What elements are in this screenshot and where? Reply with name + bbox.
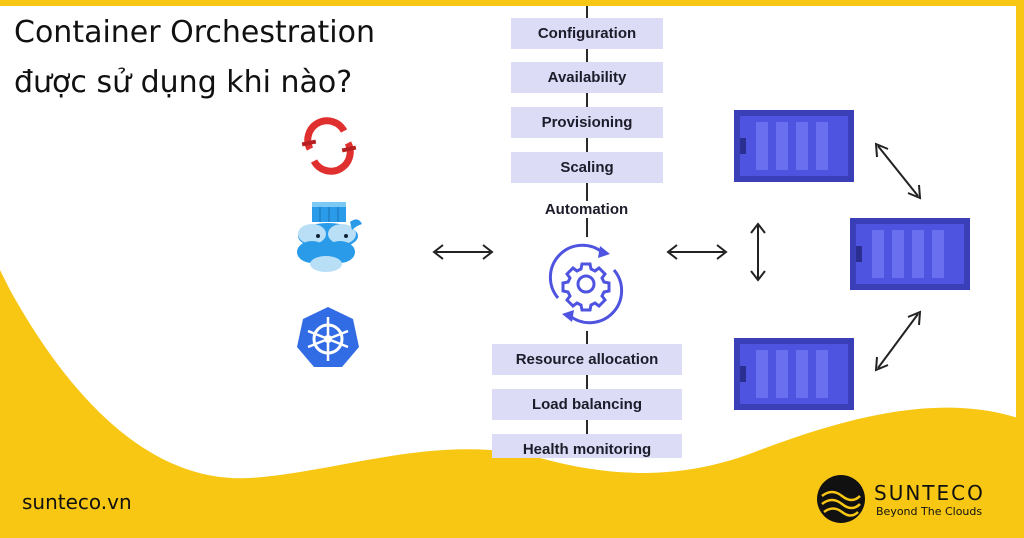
feature-configuration: Configuration bbox=[511, 18, 663, 49]
diagonal-arrow-top-icon bbox=[874, 142, 922, 200]
website-link[interactable]: sunteco.vn bbox=[22, 490, 132, 514]
container-middle-icon bbox=[850, 218, 970, 290]
feature-availability: Availability bbox=[511, 62, 663, 93]
feature-health-monitoring: Health monitoring bbox=[492, 434, 682, 458]
kubernetes-icon bbox=[297, 307, 359, 367]
diagonal-arrow-bottom-icon bbox=[874, 310, 922, 372]
feature-provisioning: Provisioning bbox=[511, 107, 663, 138]
left-double-arrow-icon bbox=[432, 244, 494, 260]
openshift-icon bbox=[301, 117, 357, 175]
title-line-1: Container Orchestration bbox=[14, 15, 375, 50]
feature-load-balancing: Load balancing bbox=[492, 389, 682, 420]
title-line-2: được sử dụng khi nào? bbox=[14, 65, 353, 100]
right-double-arrow-icon bbox=[666, 244, 728, 260]
right-stripe bbox=[1016, 0, 1024, 420]
feature-scaling: Scaling bbox=[511, 152, 663, 183]
top-stripe bbox=[0, 0, 1024, 6]
vertical-double-arrow-icon bbox=[750, 222, 766, 282]
vertical-axis-line bbox=[586, 6, 588, 456]
feature-resource-allocation: Resource allocation bbox=[492, 344, 682, 375]
sunteco-logo-icon bbox=[817, 475, 865, 523]
automation-gear-icon bbox=[539, 237, 633, 331]
docker-icon bbox=[297, 202, 362, 272]
container-bottom-icon bbox=[734, 338, 854, 410]
automation-label: Automation bbox=[510, 201, 663, 218]
brand-tagline: Beyond The Clouds bbox=[876, 505, 983, 518]
container-top-icon bbox=[734, 110, 854, 182]
brand-name: SUNTECO bbox=[874, 481, 985, 505]
page-title: Container Orchestration được sử dụng khi… bbox=[14, 8, 375, 108]
